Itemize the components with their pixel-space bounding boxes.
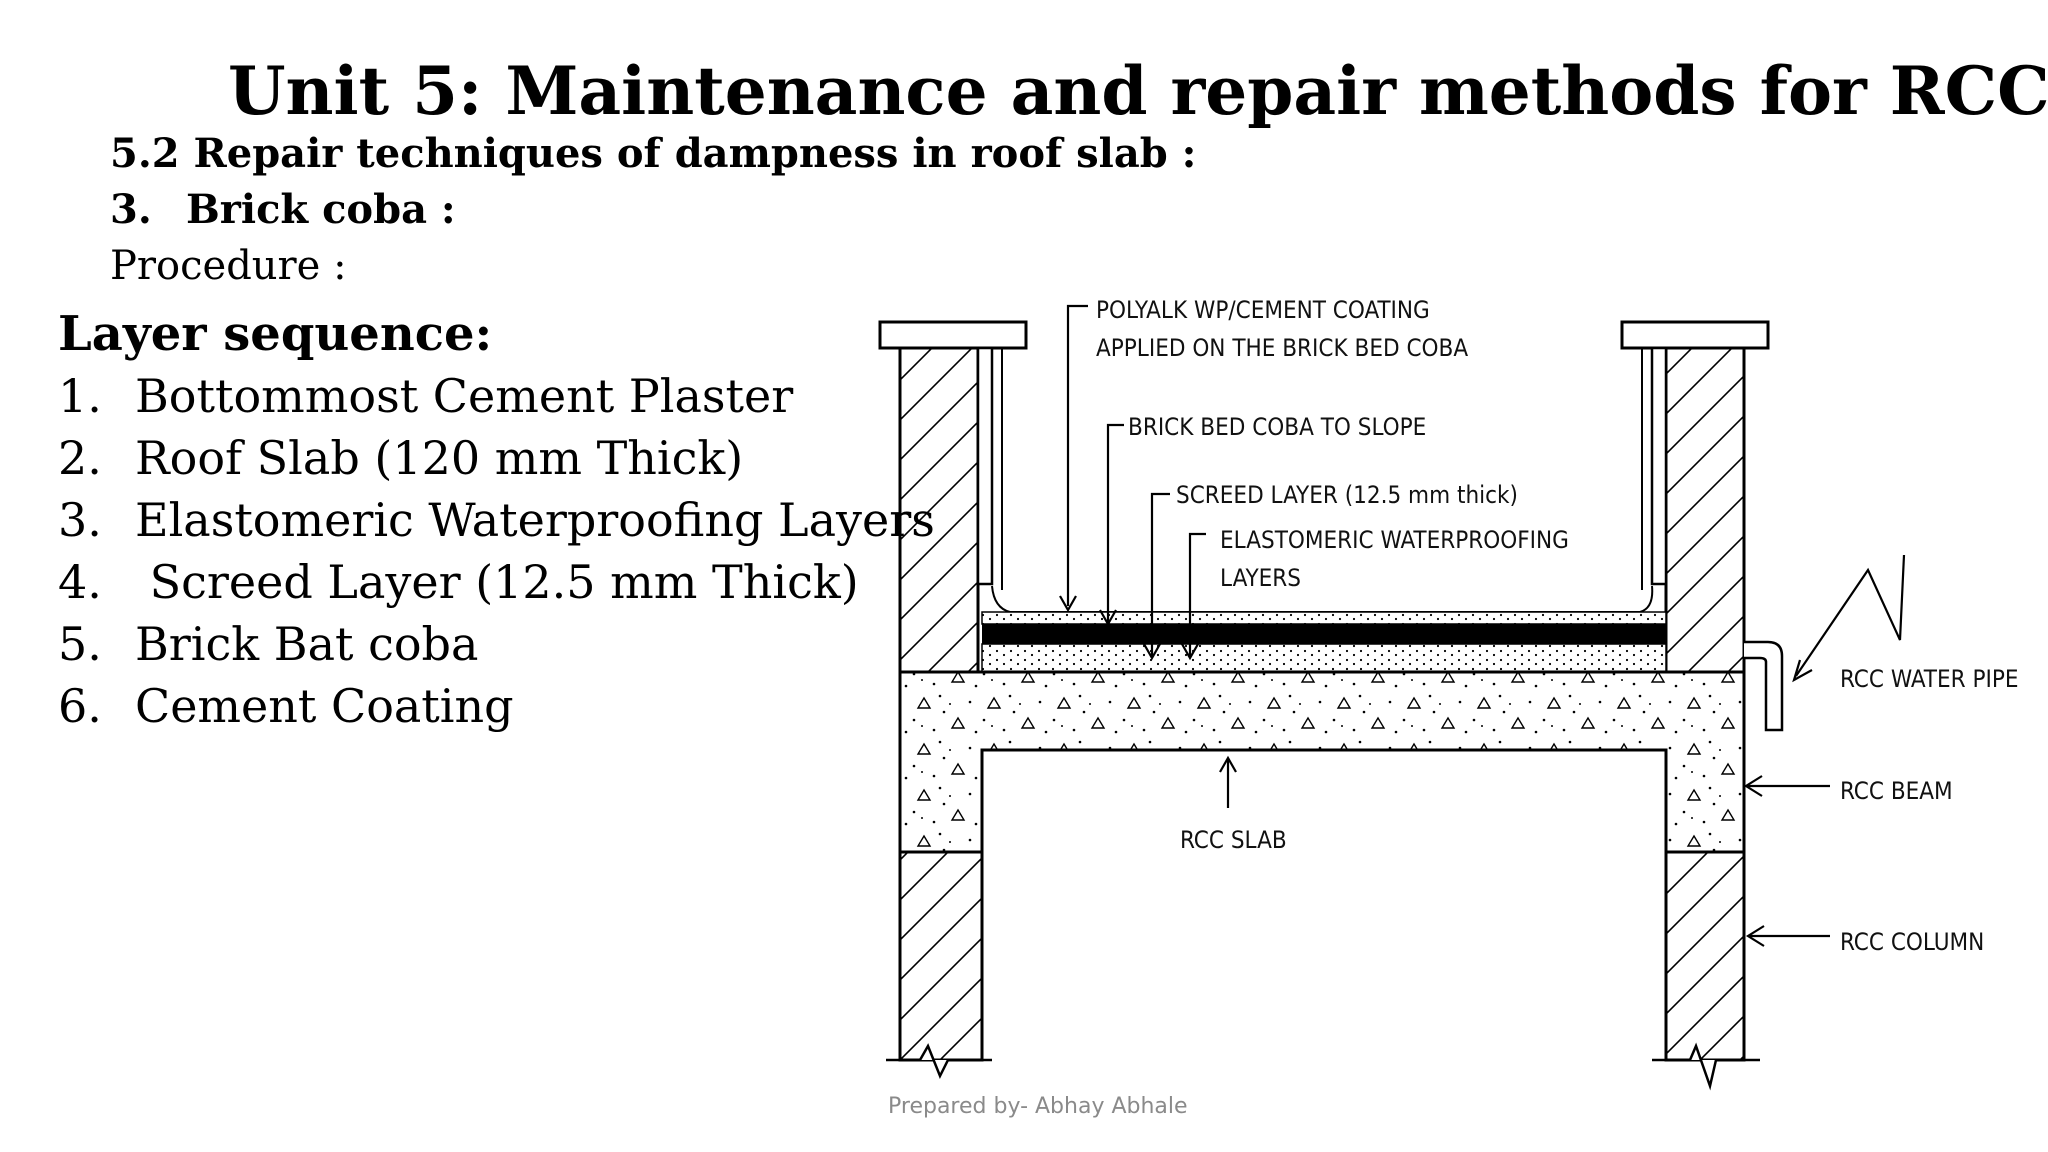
- roof-layers: [981, 585, 1667, 673]
- list-text: Cement Coating: [135, 679, 514, 733]
- section-heading: 5.2 Repair techniques of dampness in roo…: [110, 130, 1197, 177]
- list-text: Screed Layer (12.5 mm Thick): [135, 555, 859, 609]
- layer-list: 1. Bottommost Cement Plaster 2. Roof Slab …: [58, 365, 935, 737]
- item-label: Brick coba :: [186, 186, 456, 233]
- label-screed: SCREED LAYER (12.5 mm thick): [1176, 481, 1518, 509]
- item-number: 3.: [110, 186, 152, 233]
- procedure-label: Procedure :: [110, 243, 347, 289]
- left-parapet: [878, 320, 1028, 674]
- list-item: 4. Screed Layer (12.5 mm Thick): [58, 551, 935, 613]
- rcc-water-pipe: [1744, 640, 1784, 732]
- slide-title: Unit 5: Maintenance and repair methods f…: [228, 52, 2048, 130]
- label-elastomeric-line1: ELASTOMERIC WATERPROOFING: [1220, 526, 1569, 554]
- leader-lines: [1059, 304, 1906, 947]
- list-text: Elastomeric Waterproofing Layers: [135, 493, 935, 547]
- rcc-columns: [886, 850, 1760, 1091]
- list-number: 2.: [58, 431, 102, 485]
- list-text: Brick Bat coba: [135, 617, 479, 671]
- item-heading: 3. Brick coba :: [110, 186, 456, 233]
- list-text: Roof Slab (120 mm Thick): [135, 431, 744, 485]
- rcc-slab-and-beams: [898, 670, 1746, 854]
- list-number: 3.: [58, 493, 102, 547]
- list-number: 1.: [58, 369, 102, 423]
- label-elastomeric-line2: LAYERS: [1220, 564, 1301, 592]
- layer-sequence-heading: Layer sequence:: [58, 306, 493, 362]
- list-number: 6.: [58, 679, 102, 733]
- label-column: RCC COLUMN: [1840, 928, 1984, 956]
- label-coating-line1: POLYALK WP/CEMENT COATING: [1096, 296, 1430, 324]
- label-water-pipe: RCC WATER PIPE: [1840, 665, 2019, 693]
- list-item: 6. Cement Coating: [58, 675, 935, 737]
- label-coating-line2: APPLIED ON THE BRICK BED COBA: [1096, 334, 1468, 362]
- footer-credit: Prepared by- Abhay Abhale: [888, 1094, 1188, 1119]
- label-brick-bed: BRICK BED COBA TO SLOPE: [1128, 413, 1426, 441]
- list-item: 5. Brick Bat coba: [58, 613, 935, 675]
- right-parapet: [1620, 320, 1770, 674]
- label-slab: RCC SLAB: [1180, 826, 1287, 854]
- list-item: 3. Elastomeric Waterproofing Layers: [58, 489, 935, 551]
- list-item: 2. Roof Slab (120 mm Thick): [58, 427, 935, 489]
- list-text: Bottommost Cement Plaster: [135, 369, 794, 423]
- list-number: 4.: [58, 555, 102, 609]
- label-beam: RCC BEAM: [1840, 777, 1953, 805]
- list-number: 5.: [58, 617, 102, 671]
- list-item: 1. Bottommost Cement Plaster: [58, 365, 935, 427]
